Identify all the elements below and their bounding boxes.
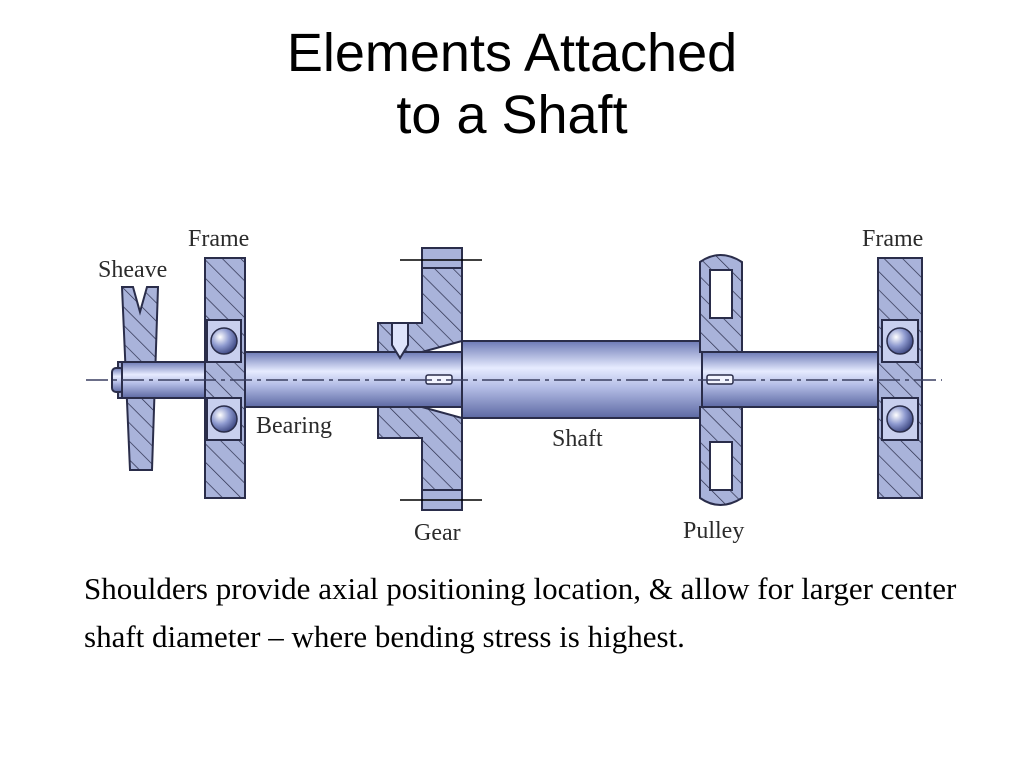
- label-gear: Gear: [414, 520, 461, 546]
- label-bearing: Bearing: [256, 413, 332, 439]
- title-line-1: Elements Attached: [286, 23, 738, 83]
- label-frame-left: Frame: [188, 226, 249, 252]
- title-line-2: to a Shaft: [396, 85, 628, 145]
- label-frame-right: Frame: [862, 226, 923, 252]
- slide-title: Elements Attached to a Shaft: [0, 22, 1024, 146]
- label-sheave: Sheave: [98, 257, 167, 283]
- bearing-left: [206, 319, 242, 441]
- shaft-assembly-diagram: Sheave Frame Frame Bearing Shaft Gear Pu…: [86, 226, 942, 546]
- frame-right: [877, 257, 923, 499]
- pulley: [699, 254, 743, 506]
- label-pulley: Pulley: [683, 518, 744, 544]
- bearing-right: [881, 319, 919, 441]
- label-shaft: Shaft: [552, 426, 603, 452]
- frame-left: [204, 257, 246, 499]
- slide-caption: Shoulders provide axial positioning loca…: [84, 571, 957, 654]
- gear: [377, 247, 482, 511]
